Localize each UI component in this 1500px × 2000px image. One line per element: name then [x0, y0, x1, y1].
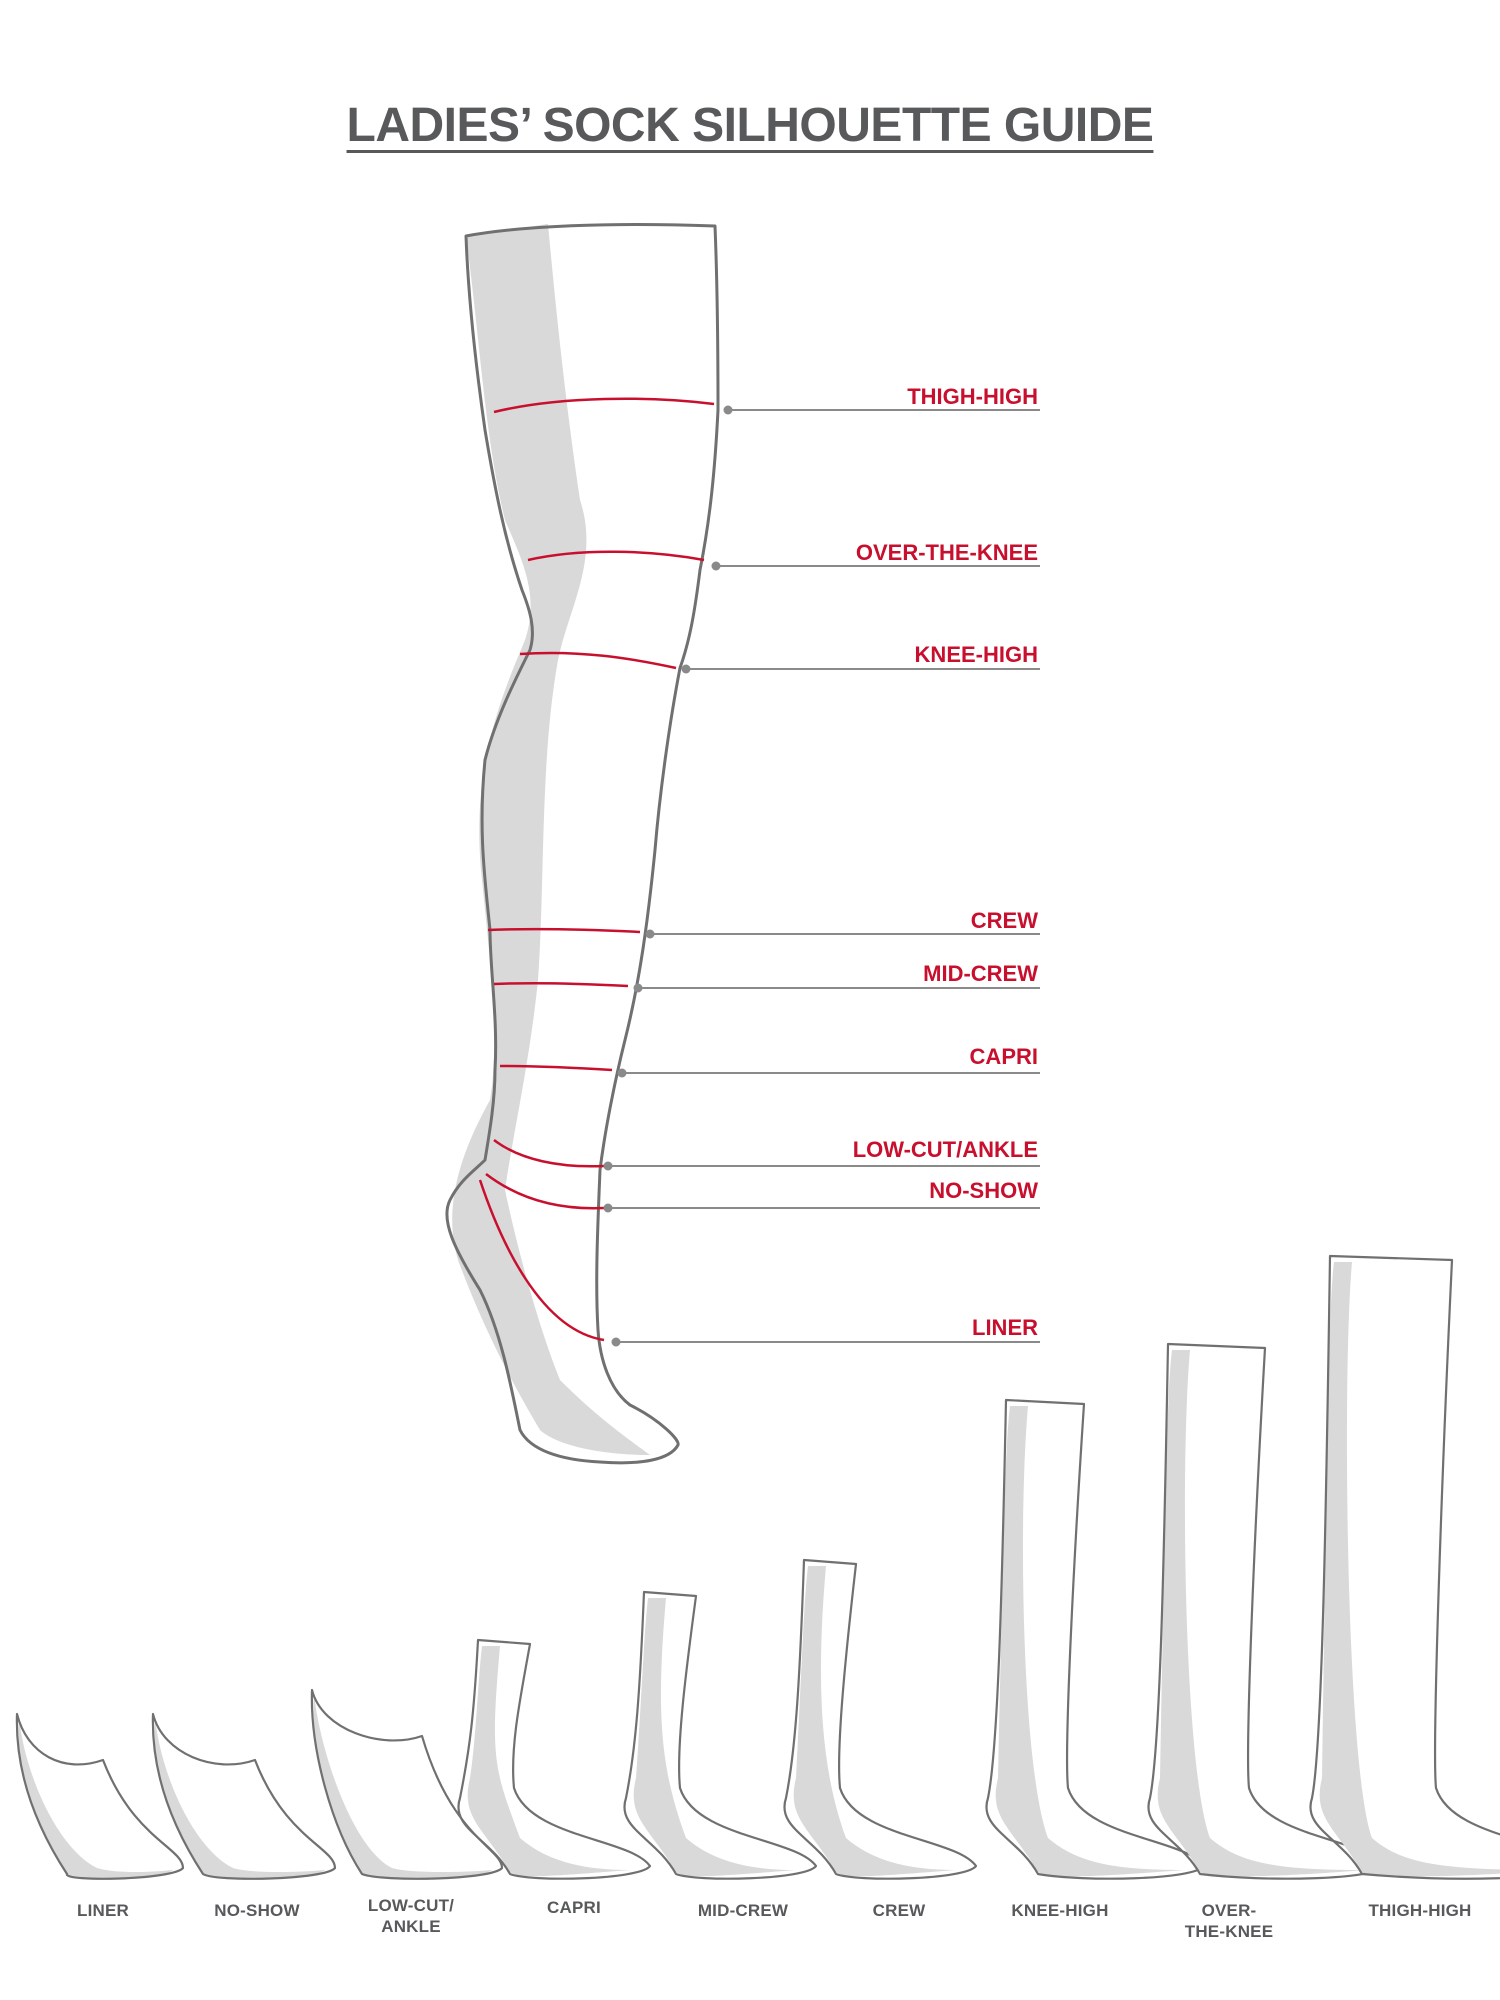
sock-liner	[15, 1712, 185, 1880]
label-thigh-high: THIGH-HIGH	[907, 384, 1038, 409]
band-low-cut-ankle	[493, 1139, 605, 1168]
sock-knee-high	[985, 1398, 1206, 1880]
sock-mid-crew	[623, 1590, 818, 1880]
sock-shading-knee-high	[995, 1406, 1184, 1877]
label-no-show: NO-SHOW	[929, 1178, 1038, 1203]
label-capri: CAPRI	[970, 1044, 1038, 1069]
leader-dot-knee-high	[681, 664, 691, 674]
leader-dot-liner	[611, 1337, 621, 1347]
band-liner	[478, 1179, 605, 1342]
leg-silhouette	[445, 222, 1040, 1465]
sock-crew	[783, 1558, 978, 1880]
caption-crew: CREW	[872, 1901, 926, 1920]
sock-outline-knee-high	[985, 1398, 1206, 1880]
leader-dot-over-the-knee	[711, 561, 721, 571]
caption-thigh-high: THIGH-HIGH	[1368, 1901, 1472, 1920]
sock-shading-crew	[793, 1566, 956, 1877]
sock-shading-no-show	[154, 1718, 325, 1879]
sock-shading-capri	[467, 1646, 630, 1877]
band-capri	[499, 1064, 613, 1072]
sock-capri	[457, 1638, 652, 1880]
leader-dot-low-cut-ankle	[603, 1161, 613, 1171]
band-crew	[487, 927, 641, 934]
sock-outline-low-cut-ankle	[310, 1688, 504, 1880]
band-mid-crew	[493, 981, 629, 988]
leg-outline	[445, 222, 720, 1465]
sock-outline-liner	[15, 1712, 185, 1880]
caption-no-show: NO-SHOW	[214, 1901, 300, 1920]
leader-dot-mid-crew	[633, 983, 643, 993]
label-mid-crew: MID-CREW	[923, 961, 1038, 986]
sock-shading-low-cut-ankle	[313, 1694, 492, 1879]
sock-over-the-knee	[1147, 1342, 1387, 1880]
label-crew: CREW	[971, 908, 1038, 933]
label-over-the-knee: OVER-THE-KNEE	[856, 540, 1038, 565]
height-leaders	[603, 405, 1040, 1347]
sock-shading-over-the-knee	[1157, 1350, 1365, 1877]
sock-shading-liner	[18, 1718, 173, 1879]
leader-dot-no-show	[603, 1203, 613, 1213]
sock-outline-mid-crew	[623, 1590, 818, 1880]
label-low-cut-ankle: LOW-CUT/ANKLE	[853, 1137, 1038, 1162]
sock-outline-no-show	[151, 1712, 337, 1880]
label-knee-high: KNEE-HIGH	[915, 642, 1038, 667]
caption-low-cut-ankle: LOW-CUT/ANKLE	[367, 1896, 455, 1936]
leader-dot-crew	[645, 929, 655, 939]
band-knee-high	[519, 651, 677, 670]
sock-row	[15, 1254, 1500, 1880]
caption-knee-high: KNEE-HIGH	[1011, 1901, 1109, 1920]
caption-liner: LINER	[77, 1901, 129, 1920]
sock-low-cut-ankle	[310, 1688, 504, 1880]
height-bands	[478, 397, 715, 1342]
sock-outline-thigh-high	[1309, 1254, 1500, 1880]
leg-shading	[452, 224, 650, 1455]
band-thigh-high	[493, 397, 715, 414]
label-liner: LINER	[972, 1315, 1038, 1340]
leader-dot-thigh-high	[723, 405, 733, 415]
guide-title: LADIES’ SOCK SILHOUETTE GUIDE	[346, 99, 1154, 152]
caption-mid-crew: MID-CREW	[697, 1901, 789, 1920]
sock-shading-mid-crew	[633, 1598, 796, 1877]
band-no-show	[485, 1173, 605, 1210]
height-labels: THIGH-HIGH OVER-THE-KNEE KNEE-HIGH CREW …	[853, 384, 1039, 1340]
sock-outline-capri	[457, 1638, 652, 1880]
sock-no-show	[151, 1712, 337, 1880]
sock-outline-crew	[783, 1558, 978, 1880]
band-over-the-knee	[527, 550, 705, 562]
caption-capri: CAPRI	[547, 1898, 601, 1917]
caption-over-the-knee: OVER-THE-KNEE	[1184, 1901, 1274, 1941]
sock-outline-over-the-knee	[1147, 1342, 1387, 1880]
leader-dot-capri	[617, 1068, 627, 1078]
sock-thigh-high	[1309, 1254, 1500, 1880]
sock-shading-thigh-high	[1319, 1262, 1500, 1877]
